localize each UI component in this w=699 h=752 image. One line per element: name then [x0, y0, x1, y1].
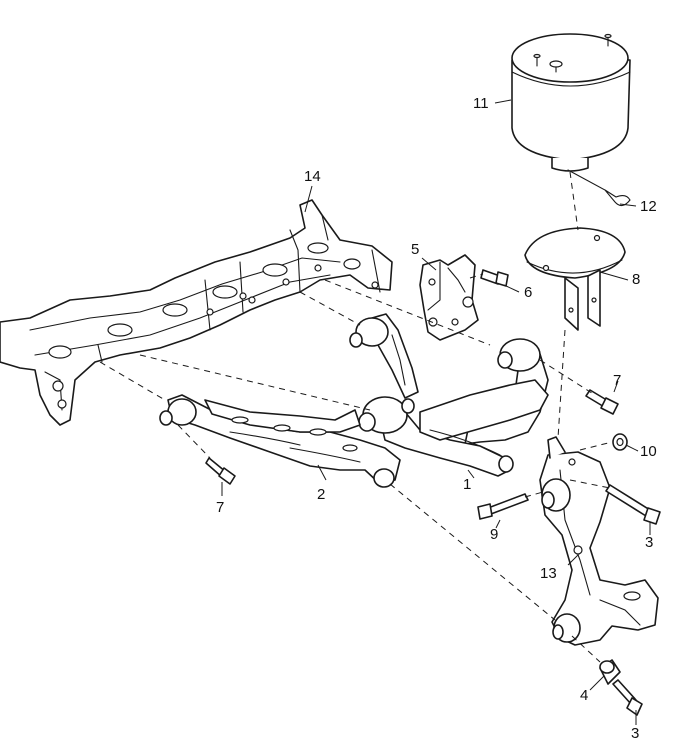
callout-14: 14: [304, 168, 321, 185]
control-arm-1: [358, 379, 549, 477]
subframe-crossmember: [0, 199, 393, 426]
leader-lines: [221, 99, 651, 725]
retaining-clip: [567, 169, 631, 207]
callout-4: 4: [580, 687, 589, 704]
callout-9: 9: [490, 526, 499, 543]
spring-mount-plate: [524, 227, 626, 331]
bushing-4: [599, 659, 621, 685]
callout-7-right: 7: [613, 372, 622, 389]
callout-12: 12: [640, 198, 657, 215]
assembly-lines: [99, 171, 613, 663]
bolt-9: [477, 493, 529, 520]
callout-11: 11: [473, 95, 489, 112]
bolt-7-left: [205, 457, 236, 485]
callout-1: 1: [463, 476, 472, 493]
callout-13: 13: [540, 565, 557, 582]
callout-3-lower: 3: [631, 725, 640, 742]
hub-carrier: [539, 436, 659, 646]
callout-2: 2: [317, 486, 326, 503]
lower-arm-2: [159, 394, 401, 488]
bolt-7-right: [585, 389, 619, 415]
bolt-6: [480, 269, 509, 287]
bolt-3-lower: [612, 679, 643, 716]
air-spring: [511, 33, 631, 172]
bracket: [419, 254, 479, 341]
callout-6: 6: [524, 284, 533, 301]
callout-10: 10: [640, 443, 657, 460]
callout-7-left: 7: [216, 499, 225, 516]
bolt-3-upper: [605, 484, 661, 525]
washer-10: [612, 433, 628, 451]
callout-3-upper: 3: [645, 534, 654, 551]
callout-5: 5: [411, 241, 420, 258]
callout-8: 8: [632, 271, 641, 288]
